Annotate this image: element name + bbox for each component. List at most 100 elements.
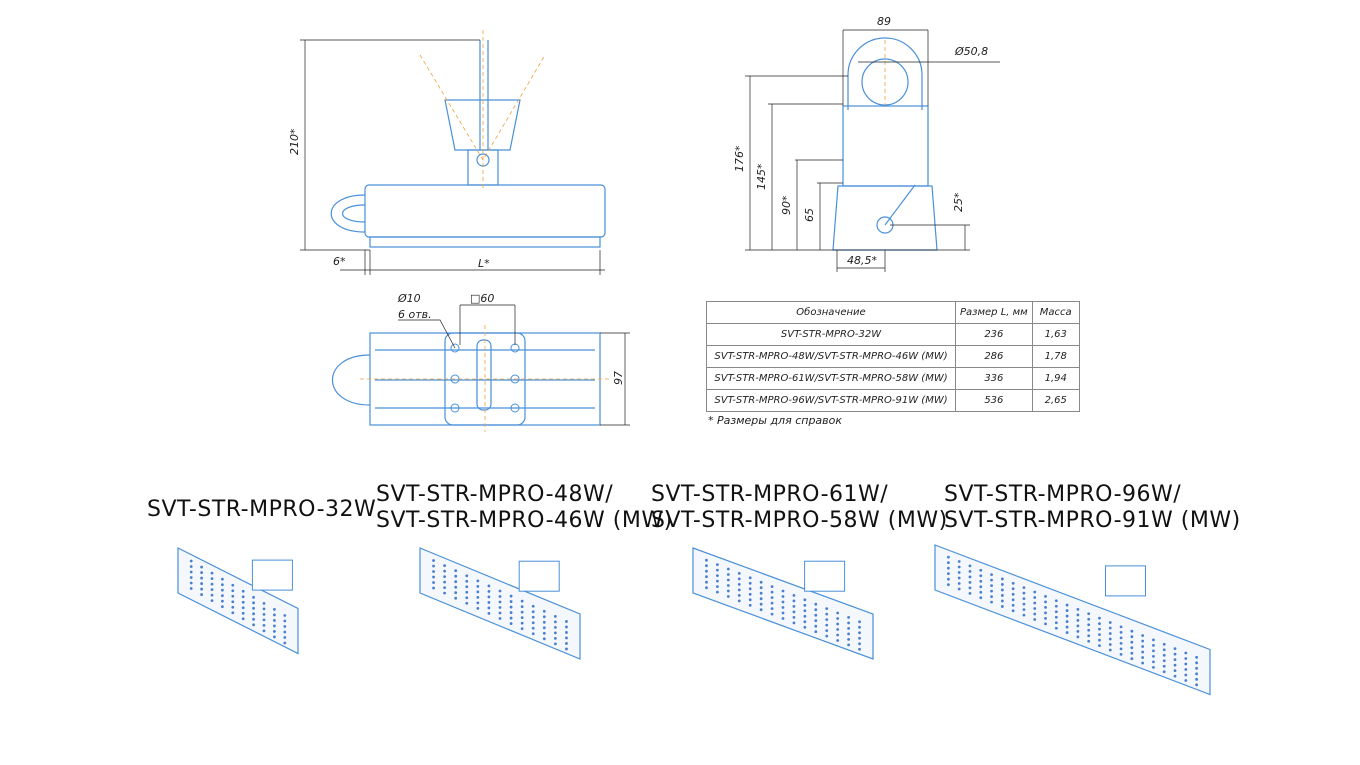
led-dot — [781, 606, 785, 609]
led-dot — [509, 622, 513, 625]
led-dot — [262, 607, 266, 611]
led-dot — [979, 590, 983, 594]
led-dot — [781, 595, 785, 598]
led-dot — [231, 611, 235, 615]
led-dot — [283, 614, 287, 617]
led-dot — [1130, 651, 1134, 655]
led-dot — [968, 575, 972, 579]
led-dot — [1087, 639, 1091, 643]
led-dot — [1119, 647, 1123, 651]
led-dot — [792, 599, 796, 603]
led-dot — [542, 637, 546, 641]
led-dot — [283, 619, 287, 623]
led-dot — [1076, 630, 1080, 633]
led-dot — [283, 630, 287, 634]
led-dot — [1141, 656, 1145, 659]
led-dot — [241, 589, 245, 593]
led-dot — [1162, 670, 1166, 674]
led-dot — [748, 598, 752, 602]
led-dot — [553, 631, 557, 635]
led-dot — [1108, 632, 1112, 635]
led-dot — [1000, 605, 1004, 608]
led-dot — [847, 627, 850, 630]
led-dot — [1141, 639, 1145, 643]
led-dot — [946, 583, 950, 587]
cell: 236 — [955, 323, 1033, 346]
led-dot — [465, 579, 469, 583]
led-dot — [210, 571, 214, 575]
led-dot — [1087, 634, 1091, 638]
led-dot — [454, 574, 458, 578]
led-dot — [565, 620, 568, 623]
mount-bracket — [251, 559, 293, 591]
dim-base: 48,5* — [847, 254, 877, 267]
spec-table: Обозначение Размер L, мм Масса SVT-STR-M… — [706, 301, 1080, 412]
led-dot — [1108, 643, 1112, 646]
led-dot — [553, 620, 557, 624]
led-dot — [241, 595, 245, 599]
led-dot — [1108, 626, 1112, 630]
led-dot — [520, 610, 524, 614]
led-dot — [957, 560, 961, 563]
cell: SVT-STR-MPRO-96W/SVT-STR-MPRO-91W (MW) — [706, 389, 956, 412]
led-dot — [454, 591, 458, 595]
led-dot — [858, 636, 861, 640]
led-dot — [465, 590, 469, 594]
led-dot — [1076, 608, 1080, 611]
product-render-3 — [692, 547, 874, 660]
led-dot — [946, 555, 950, 559]
led-dot — [553, 636, 557, 640]
led-dot — [946, 561, 950, 565]
cell: 536 — [955, 389, 1033, 412]
led-dot — [748, 576, 752, 580]
led-dot — [262, 623, 266, 627]
led-dot — [531, 615, 535, 619]
led-dot — [1087, 628, 1091, 632]
led-dot — [946, 572, 950, 576]
led-dot — [1033, 618, 1037, 621]
led-dot — [1130, 629, 1134, 633]
led-dot — [759, 602, 763, 606]
led-dot — [262, 601, 266, 605]
led-dot — [1065, 625, 1069, 629]
led-dot — [189, 565, 193, 568]
led-dot — [262, 629, 266, 633]
led-dot — [454, 596, 458, 600]
led-dot — [1000, 583, 1004, 586]
led-dot — [1033, 607, 1037, 610]
led-dot — [770, 607, 774, 610]
cell: 286 — [955, 345, 1033, 368]
led-dot — [432, 564, 435, 568]
cell: 336 — [955, 367, 1033, 390]
led-dot — [803, 609, 807, 613]
led-dot — [487, 584, 491, 588]
led-dot — [1054, 604, 1058, 608]
led-dot — [1141, 650, 1145, 654]
led-dot — [1119, 636, 1123, 640]
led-dot — [498, 589, 502, 593]
dim-h176: 176* — [733, 145, 746, 172]
product-render-4 — [934, 544, 1211, 696]
led-dot — [716, 590, 719, 594]
led-dot — [1000, 588, 1004, 592]
led-dot — [836, 622, 840, 626]
led-dot — [705, 580, 708, 584]
led-dot — [814, 608, 818, 612]
led-dot — [858, 620, 861, 624]
led-dot — [1087, 612, 1091, 616]
led-dot — [770, 612, 774, 616]
table-row: SVT-STR-MPRO-48W/SVT-STR-MPRO-46W (MW)28… — [706, 345, 1080, 368]
led-dot — [825, 629, 829, 632]
led-dot — [957, 571, 961, 574]
led-dot — [1011, 609, 1015, 613]
led-dot — [1152, 660, 1155, 664]
led-dot — [509, 605, 513, 609]
led-dot — [847, 621, 850, 625]
led-dot — [803, 614, 807, 618]
led-dot — [1033, 590, 1037, 594]
dim-height: 210* — [288, 128, 301, 155]
led-dot — [748, 581, 752, 585]
led-dot — [1022, 608, 1026, 612]
led-dot — [231, 594, 235, 598]
